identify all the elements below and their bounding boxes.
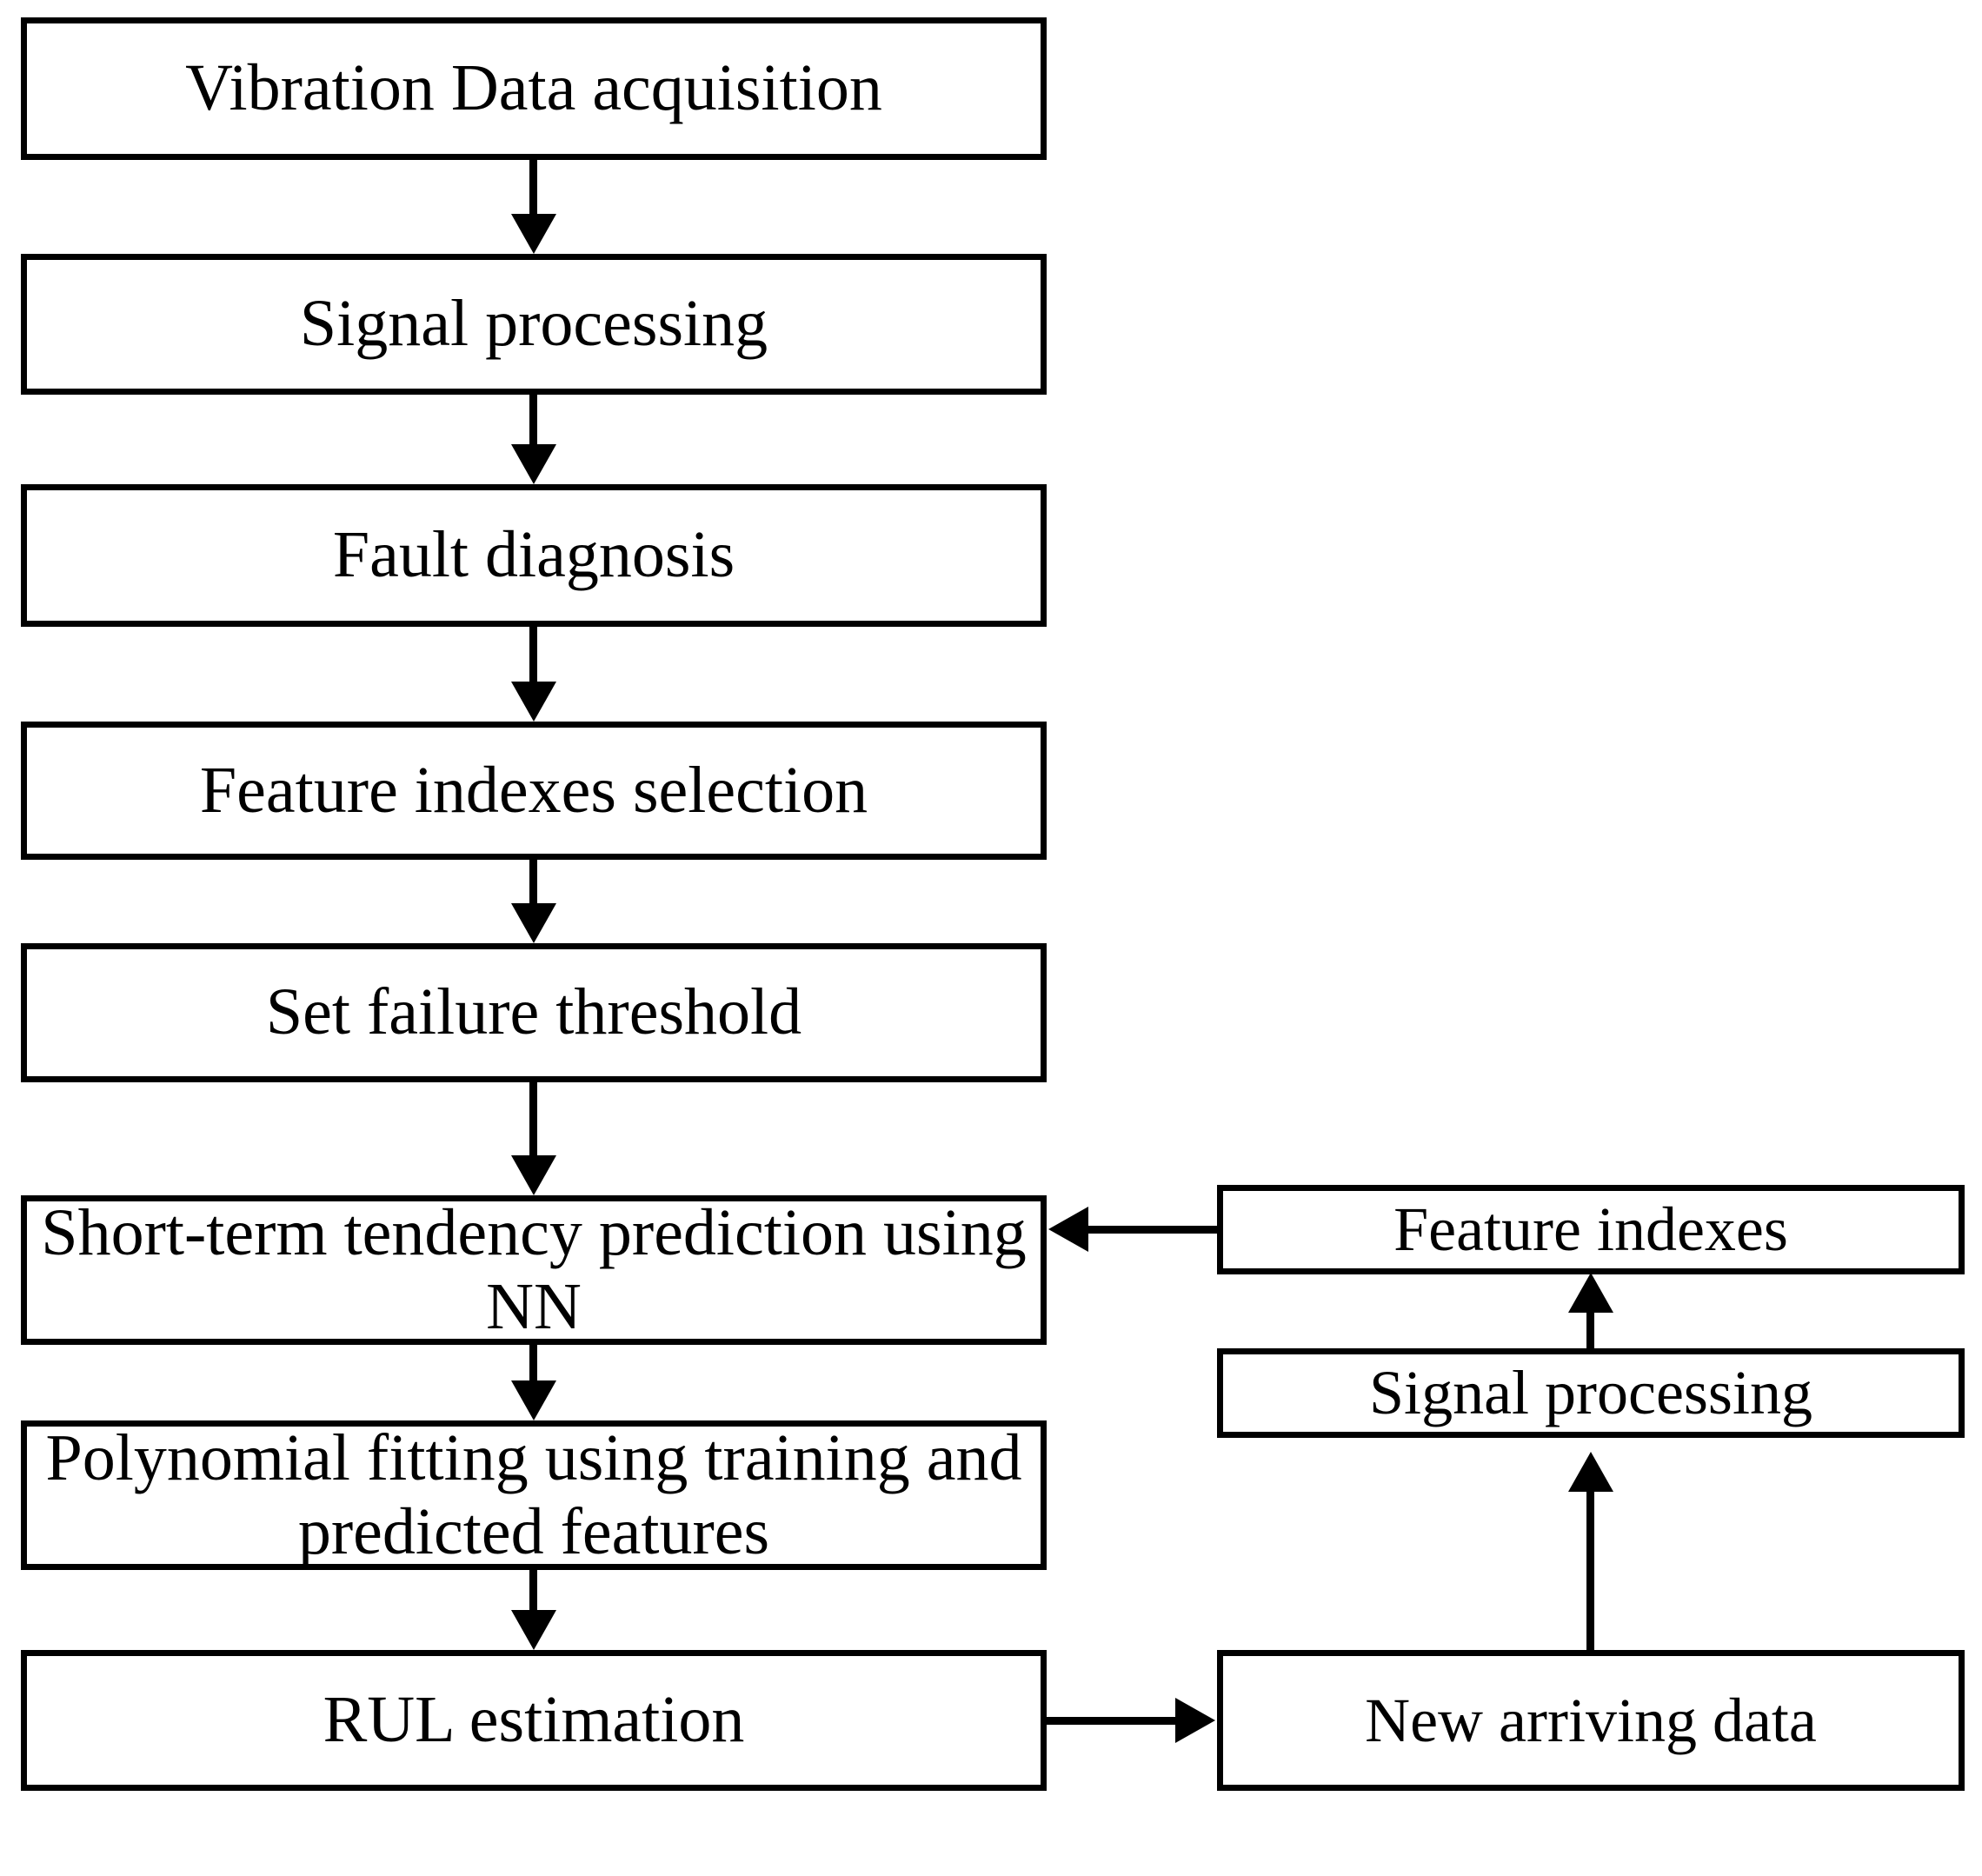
node-label: Fault diagnosis [332,518,735,592]
node-polynomial-fitting: Polynomial fitting using training and pr… [21,1420,1047,1570]
node-feature-indexes: Feature indexes [1217,1185,1965,1274]
node-label: Short-term tendency prediction using NN [41,1195,1027,1343]
node-rul-estimation: RUL estimation [21,1650,1047,1791]
node-feature-indexes-selection: Feature indexes selection [21,722,1047,860]
node-set-failure-threshold: Set failure threshold [21,943,1047,1082]
node-vibration-data-acquisition: Vibration Data acquisition [21,17,1047,160]
node-label: Feature indexes [1393,1194,1788,1265]
node-label: Signal processing [1369,1358,1812,1428]
node-label: New arriving data [1365,1685,1817,1755]
node-label: RUL estimation [323,1683,745,1757]
node-signal-processing: Signal processing [21,254,1047,395]
node-label: Signal processing [299,287,768,361]
node-label: Set failure threshold [265,975,802,1049]
node-short-term-tendency-prediction: Short-term tendency prediction using NN [21,1195,1047,1345]
node-label: Polynomial fitting using training and pr… [45,1420,1022,1568]
node-label: Vibration Data acquisition [185,51,882,125]
node-label: Feature indexes selection [199,753,868,827]
node-signal-processing-new: Signal processing [1217,1348,1965,1438]
node-new-arriving-data: New arriving data [1217,1650,1965,1791]
node-fault-diagnosis: Fault diagnosis [21,484,1047,627]
